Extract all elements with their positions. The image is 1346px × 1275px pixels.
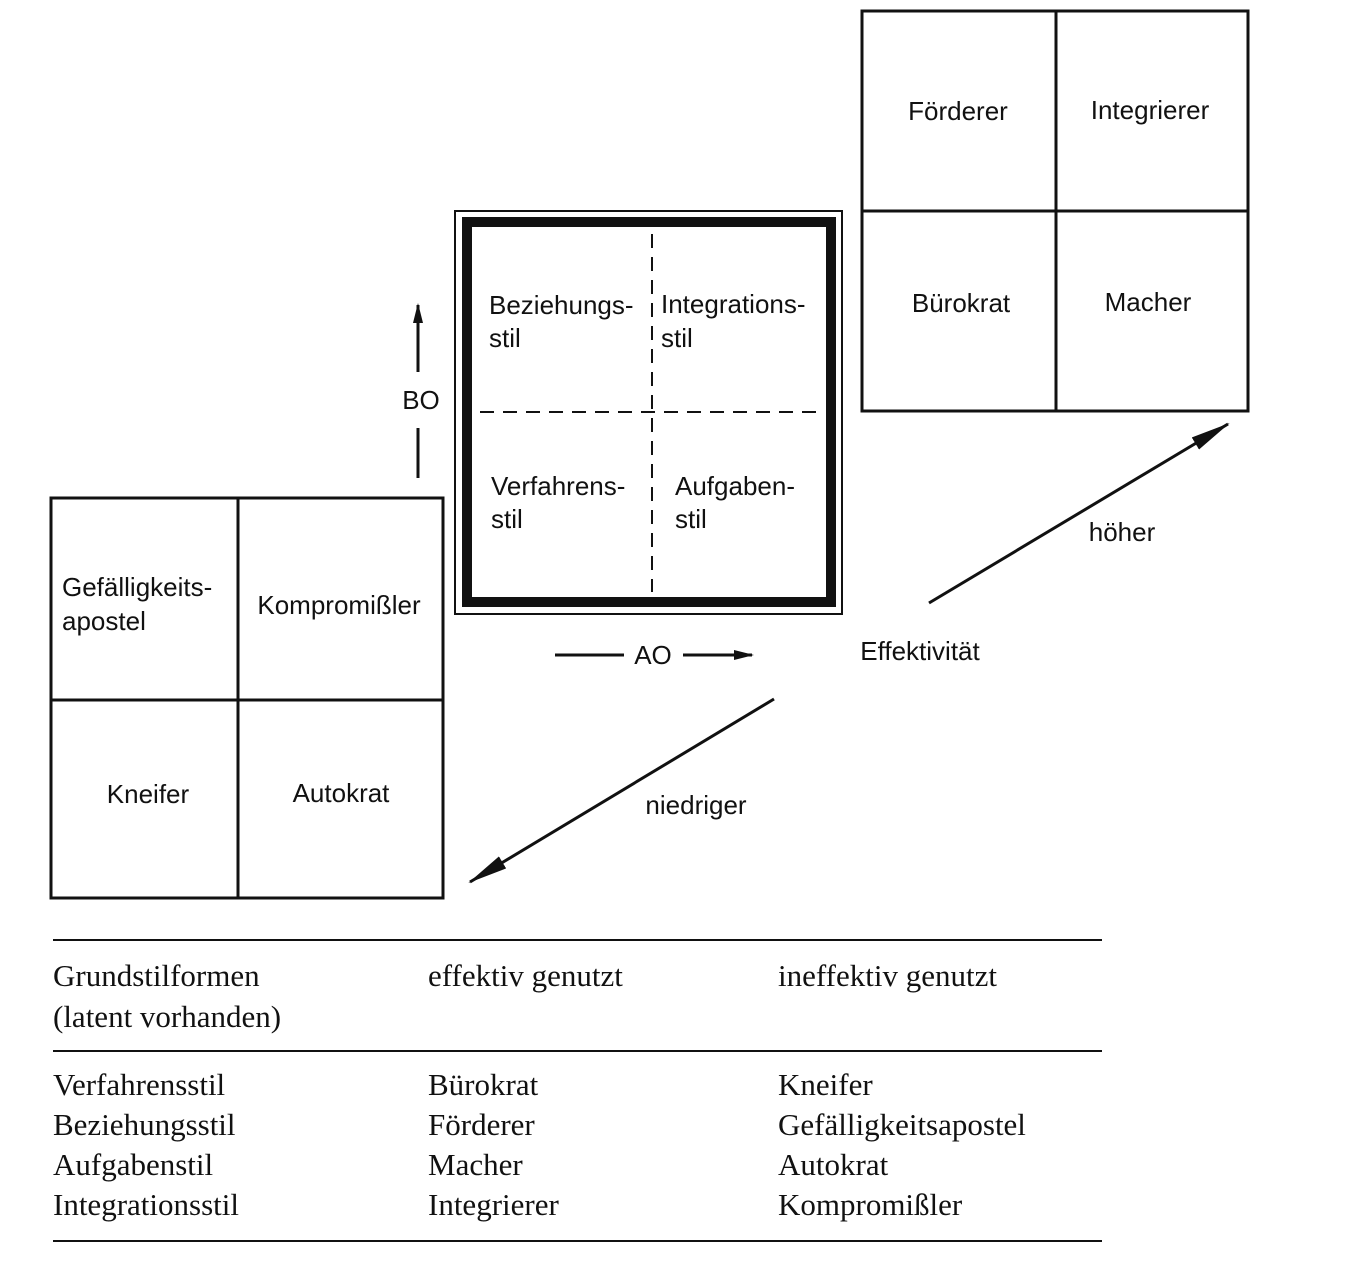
table-cell-ineffective: Kneifer xyxy=(778,1067,873,1102)
table-row: Integrationsstil Integrierer Kompromißle… xyxy=(53,1187,963,1222)
basic-grid-top-right-label: Integrations- stil xyxy=(661,289,813,353)
higher-label: höher xyxy=(1089,517,1156,547)
style-table: Grundstilformen (latent vorhanden) effek… xyxy=(53,939,1102,1242)
lower-arrow-line xyxy=(468,697,775,884)
basic-grid-thick-frame xyxy=(462,217,836,607)
effective-grid-bottom-right-label: Macher xyxy=(1105,287,1192,317)
effectiveness-label: Effektivität xyxy=(860,636,980,666)
ineffective-grid-frame xyxy=(49,496,445,900)
ao-axis: AO xyxy=(555,640,754,670)
basic-grid-bottom-left-label: Verfahrens- stil xyxy=(491,471,633,534)
ineffective-grid-top-right-label: Kompromißler xyxy=(257,590,421,620)
table-row: Beziehungsstil Förderer Gefälligkeitsapo… xyxy=(53,1107,1026,1142)
ineffective-grid: Gefälligkeits- apostel Kompromißler Knei… xyxy=(49,496,445,900)
effective-grid-bottom-left-label: Bürokrat xyxy=(912,288,1011,318)
basic-style-grid: Beziehungs- stil Integrations- stil Verf… xyxy=(454,210,843,615)
table-cell-basic: Beziehungsstil xyxy=(53,1107,236,1142)
table-cell-effective: Macher xyxy=(428,1147,523,1182)
effective-grid: Förderer Integrierer Bürokrat Macher xyxy=(860,9,1250,413)
table-cell-ineffective: Gefälligkeitsapostel xyxy=(778,1107,1026,1142)
bo-axis: BO xyxy=(402,303,440,478)
effective-grid-top-left-label: Förderer xyxy=(908,96,1008,126)
ineffective-grid-top-left-label: Gefälligkeits- apostel xyxy=(62,572,220,636)
effective-grid-top-right-label: Integrierer xyxy=(1091,95,1210,125)
basic-grid-top-left-label: Beziehungs- stil xyxy=(489,290,641,353)
lower-label: niedriger xyxy=(645,790,747,820)
ineffective-grid-bottom-left-label: Kneifer xyxy=(107,779,190,809)
table-cell-basic: Aufgabenstil xyxy=(53,1147,213,1182)
table-cell-effective: Förderer xyxy=(428,1107,535,1142)
ineffective-grid-bottom-right-label: Autokrat xyxy=(293,778,391,808)
ao-axis-label: AO xyxy=(634,640,672,670)
table-cell-ineffective: Autokrat xyxy=(778,1147,889,1182)
basic-grid-outer-frame xyxy=(454,210,843,615)
table-cell-ineffective: Kompromißler xyxy=(778,1187,963,1222)
table-header-ineffective: ineffektiv genutzt xyxy=(778,958,997,993)
table-cell-basic: Integrationsstil xyxy=(53,1187,239,1222)
lower-effectiveness-arrow: niedriger xyxy=(468,697,775,884)
higher-effectiveness-arrow: höher xyxy=(928,422,1230,605)
table-row: Aufgabenstil Macher Autokrat xyxy=(53,1147,889,1182)
table-cell-effective: Bürokrat xyxy=(428,1067,539,1102)
table-cell-basic: Verfahrensstil xyxy=(53,1067,225,1102)
table-header-effective: effektiv genutzt xyxy=(428,958,623,993)
basic-grid-bottom-right-label: Aufgaben- stil xyxy=(675,471,802,534)
table-row: Verfahrensstil Bürokrat Kneifer xyxy=(53,1067,873,1102)
table-header-basic-styles: Grundstilformen (latent vorhanden) xyxy=(53,958,281,1034)
table-cell-effective: Integrierer xyxy=(428,1187,559,1222)
higher-arrow-line xyxy=(928,422,1230,605)
bo-axis-label: BO xyxy=(402,385,440,415)
